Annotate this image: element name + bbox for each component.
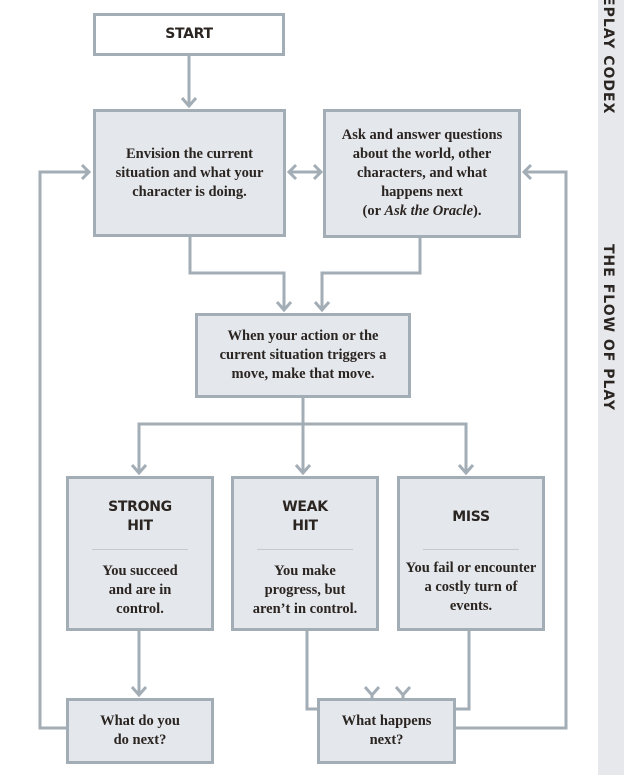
ask-text: Ask and answer questions about the world… — [338, 126, 506, 221]
strong-to-whatdo — [130, 630, 148, 698]
envision-ask-arrow — [286, 163, 324, 181]
move-node: When your action or the current situatio… — [195, 313, 411, 398]
ask-node: Ask and answer questions about the world… — [323, 109, 521, 238]
weak-hit-node: WEAK HIT You make progress, but aren’t in… — [231, 476, 379, 631]
loop-left — [38, 163, 92, 730]
start-to-envision — [180, 55, 198, 109]
envision-text: Envision the current situation and what … — [115, 145, 264, 200]
weak-hit-text: You make progress, but aren’t in control… — [252, 563, 358, 617]
ask-paren-close: ). — [473, 203, 482, 219]
miss-title: MISS — [452, 508, 490, 525]
envision-to-move — [188, 236, 293, 313]
move-text: When your action or the current situatio… — [219, 328, 387, 382]
ask-oracle-link: Ask the Oracle — [384, 203, 474, 219]
strong-hit-title: STRONG HIT — [108, 497, 172, 537]
envision-node: Envision the current situation and what … — [93, 109, 286, 237]
miss-node: MISS You fail or encounter a costly turn… — [397, 476, 545, 631]
ask-main: Ask and answer questions about the world… — [341, 127, 503, 200]
sidebar — [598, 0, 624, 775]
ask-to-move — [313, 237, 422, 313]
section-label: THE FLOW OF PLAY — [600, 244, 616, 412]
start-label: START — [165, 26, 213, 42]
weak-hit-title: WEAK HIT — [282, 497, 328, 537]
title-line: HIT — [292, 518, 318, 534]
codex-label: EPLAY CODEX — [600, 0, 616, 115]
divider — [423, 549, 519, 550]
what-happens-text: What happens next? — [341, 713, 432, 748]
strong-hit-text: You succeed and are in control. — [102, 563, 178, 617]
what-happens-node: What happens next? — [317, 698, 456, 764]
strong-hit-node: STRONG HIT You succeed and are in control… — [66, 476, 214, 631]
title-line: HIT — [127, 518, 153, 534]
divider — [92, 549, 188, 550]
divider — [257, 549, 353, 550]
start-node: START — [93, 13, 285, 56]
what-do-node: What do you do next? — [66, 698, 214, 764]
loop-right — [456, 163, 568, 730]
move-branches — [130, 397, 475, 476]
miss-text: You fail or encounter a costly turn of e… — [405, 560, 537, 614]
what-do-text: What do you do next? — [100, 713, 180, 748]
title-line: STRONG — [108, 499, 172, 515]
title-line: WEAK — [282, 499, 328, 515]
ask-paren-open: (or — [362, 203, 385, 219]
